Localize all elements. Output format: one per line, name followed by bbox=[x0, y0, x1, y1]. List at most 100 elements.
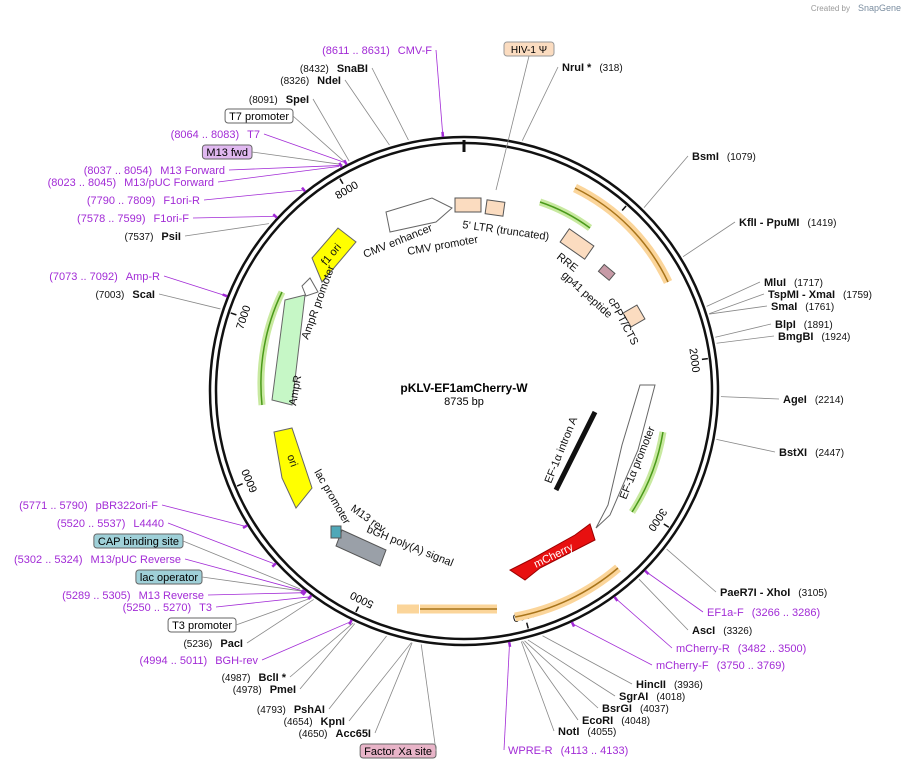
site-leader bbox=[716, 335, 775, 344]
site-name: AscI bbox=[692, 625, 715, 637]
mcherry-arrow bbox=[509, 523, 596, 581]
site-name: Amp-R bbox=[126, 271, 160, 283]
ampr-promoter-label: AmpR promoter bbox=[300, 264, 338, 341]
site-position: (5302 .. 5324) bbox=[14, 554, 83, 566]
site-position: (8432) bbox=[300, 64, 329, 75]
site-position: (7073 .. 7092) bbox=[49, 271, 118, 283]
site-leader bbox=[201, 576, 303, 592]
tick-mark bbox=[701, 357, 708, 361]
cmv-promoter-arrow bbox=[385, 197, 453, 233]
site-position: (4113 .. 4133) bbox=[561, 745, 629, 757]
site-leader bbox=[328, 635, 387, 710]
site-name: ScaI bbox=[132, 289, 155, 301]
site-name: pBR322ori-F bbox=[96, 500, 159, 512]
ef1a-promoter-arrow bbox=[595, 384, 656, 529]
site-name: AgeI bbox=[783, 394, 807, 406]
ori-arrow bbox=[273, 427, 313, 509]
feature-box-label: Factor Xa site bbox=[364, 746, 432, 758]
site-leader bbox=[289, 622, 354, 678]
plasmid-name: pKLV-EF1amCherry-W bbox=[400, 381, 528, 395]
site-position: (1891) bbox=[804, 320, 833, 331]
site-position: (8091) bbox=[249, 95, 278, 106]
site-name: KpnI bbox=[321, 716, 345, 728]
site-position: (4048) bbox=[621, 716, 650, 727]
site-name: EF1a-F bbox=[707, 607, 744, 619]
site-leader bbox=[312, 98, 350, 162]
site-leader bbox=[709, 305, 768, 315]
site-leader bbox=[158, 293, 221, 310]
primer-mark bbox=[301, 590, 307, 596]
site-leader bbox=[503, 643, 510, 751]
primer-mark bbox=[338, 162, 343, 168]
site-position: (4055) bbox=[587, 727, 616, 738]
site-position: (4037) bbox=[640, 704, 669, 715]
feature-box-label: M13 fwd bbox=[206, 147, 248, 159]
site-position: (4793) bbox=[257, 705, 286, 716]
tick-mark bbox=[621, 205, 627, 211]
site-name: BGH-rev bbox=[215, 655, 258, 667]
snapgene-logo: SnapGene bbox=[858, 3, 901, 13]
site-leader bbox=[192, 215, 276, 219]
site-position: (3326) bbox=[723, 626, 752, 637]
right-site-labels: NruI *(318)BsmI(1079)KflI - PpuMI(1419)M… bbox=[503, 62, 872, 757]
site-name: BsmI bbox=[692, 151, 719, 163]
ampr-arrow bbox=[271, 294, 306, 406]
site-leader bbox=[615, 598, 673, 649]
primer-mark bbox=[307, 594, 313, 600]
site-name: BlpI bbox=[775, 319, 796, 331]
feature-arc-2-core bbox=[514, 567, 619, 618]
feature-arc-green-2-core bbox=[631, 431, 664, 513]
site-position: (318) bbox=[599, 63, 622, 74]
site-leader bbox=[344, 79, 390, 146]
site-position: (7003) bbox=[95, 290, 124, 301]
ltr-block-2 bbox=[484, 199, 506, 217]
mcherry-label: mCherry bbox=[532, 541, 576, 570]
site-name: BsrGI bbox=[602, 703, 632, 715]
feature-box-label: T3 promoter bbox=[172, 620, 232, 632]
site-leader bbox=[420, 644, 437, 752]
feature-arc-green-3-core bbox=[260, 291, 283, 406]
site-leader bbox=[646, 571, 704, 613]
site-leader bbox=[706, 281, 761, 307]
site-position: (5236) bbox=[183, 639, 212, 650]
credit-text: Created by bbox=[811, 4, 850, 13]
site-position: (4018) bbox=[656, 692, 685, 703]
tick-mark bbox=[525, 622, 529, 629]
feature-box-label: CAP binding site bbox=[98, 536, 179, 548]
primer-mark bbox=[272, 213, 278, 219]
site-leader bbox=[682, 221, 736, 257]
feature-arc-green-1-core bbox=[539, 201, 591, 229]
site-position: (1759) bbox=[843, 290, 872, 301]
site-position: (4978) bbox=[233, 685, 262, 696]
site-leader bbox=[542, 635, 633, 685]
site-position: (7578 .. 7599) bbox=[77, 213, 146, 225]
site-position: (3936) bbox=[674, 680, 703, 691]
site-name: WPRE-R bbox=[508, 745, 553, 757]
site-name: L4440 bbox=[133, 518, 164, 530]
site-leader bbox=[261, 621, 351, 661]
site-position: (1924) bbox=[821, 332, 850, 343]
site-name: BstXI bbox=[779, 447, 807, 459]
site-leader bbox=[522, 641, 579, 721]
primer-mark bbox=[507, 641, 512, 648]
feature-arc-1 bbox=[573, 183, 673, 284]
site-position: (1079) bbox=[727, 152, 756, 163]
ampr-promoter-block bbox=[301, 277, 319, 297]
site-leader bbox=[638, 578, 689, 631]
feature-arc-green-1 bbox=[538, 198, 593, 231]
site-position: (1419) bbox=[808, 218, 837, 229]
feature-box-label: T7 promoter bbox=[229, 111, 289, 123]
site-name: F1ori-R bbox=[163, 195, 200, 207]
gp41-block bbox=[597, 263, 616, 282]
site-leader bbox=[235, 597, 312, 626]
plasmid-length: 8735 bp bbox=[444, 396, 484, 408]
hiv-psi-label: HIV-1 Ψ bbox=[511, 45, 547, 56]
tick-mark bbox=[236, 482, 243, 487]
site-leader bbox=[292, 115, 346, 164]
site-leader bbox=[524, 640, 599, 709]
site-leader bbox=[184, 558, 303, 592]
hiv-psi-leader bbox=[495, 55, 530, 191]
site-name: mCherry-R bbox=[676, 643, 730, 655]
lac-operator-block bbox=[330, 525, 342, 539]
ltr-block-1 bbox=[454, 197, 482, 213]
